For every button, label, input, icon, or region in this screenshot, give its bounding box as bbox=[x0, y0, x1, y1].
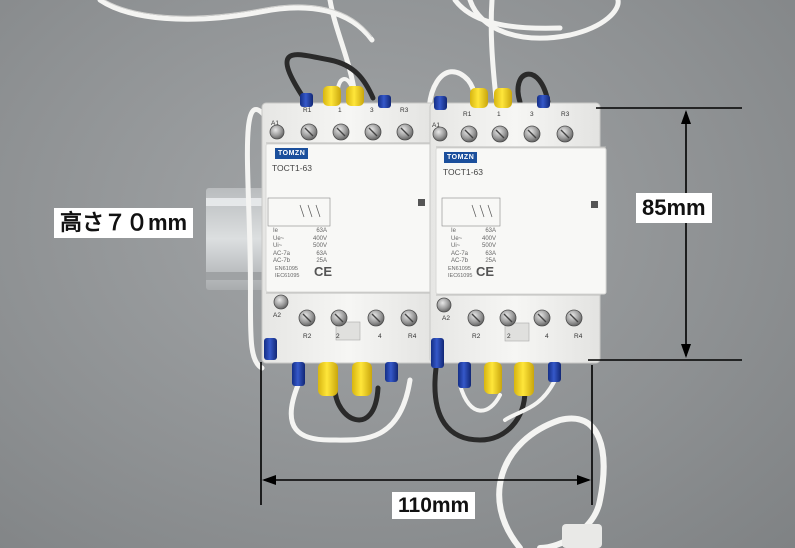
terminal-label: 2 bbox=[336, 333, 340, 340]
terminal-label: A2 bbox=[442, 315, 450, 322]
height-70mm-label: 高さ７０mm bbox=[54, 208, 194, 238]
terminal-label: 2 bbox=[507, 333, 511, 340]
height-85mm-dimension-label: 85mm bbox=[636, 193, 712, 223]
terminal-label: A1 bbox=[432, 122, 440, 129]
terminal-label: A2 bbox=[273, 312, 281, 319]
brand-logo-left: TOMZN bbox=[275, 148, 309, 159]
ce-mark-right: CE bbox=[476, 264, 495, 279]
terminal-label: 4 bbox=[545, 333, 549, 340]
terminal-label: R2 bbox=[303, 333, 312, 340]
terminal-label: 4 bbox=[378, 333, 382, 340]
brand-logo-right: TOMZN bbox=[444, 152, 478, 163]
terminal-label: R3 bbox=[400, 107, 409, 114]
terminal-label: R4 bbox=[574, 333, 583, 340]
model-label-left: TOCT1-63 bbox=[272, 163, 312, 173]
terminal-label: 1 bbox=[338, 107, 342, 114]
terminal-label: R4 bbox=[408, 333, 417, 340]
terminal-label: 1 bbox=[497, 111, 501, 118]
terminal-label: 3 bbox=[370, 107, 374, 114]
terminal-label: A1 bbox=[271, 120, 279, 127]
ferrules-top bbox=[300, 86, 550, 110]
terminal-label: R1 bbox=[303, 107, 312, 114]
terminal-label: R2 bbox=[472, 333, 481, 340]
width-110mm-dimension-label: 110mm bbox=[392, 492, 476, 519]
ce-mark-left: CE bbox=[314, 264, 333, 279]
terminal-label: 3 bbox=[530, 111, 534, 118]
dimension-lines bbox=[260, 107, 742, 505]
contactor-right bbox=[429, 102, 607, 364]
terminal-label: R1 bbox=[463, 111, 472, 118]
terminal-label: R3 bbox=[561, 111, 570, 118]
ferrules-bottom bbox=[264, 338, 561, 396]
model-label-right: TOCT1-63 bbox=[443, 167, 483, 177]
